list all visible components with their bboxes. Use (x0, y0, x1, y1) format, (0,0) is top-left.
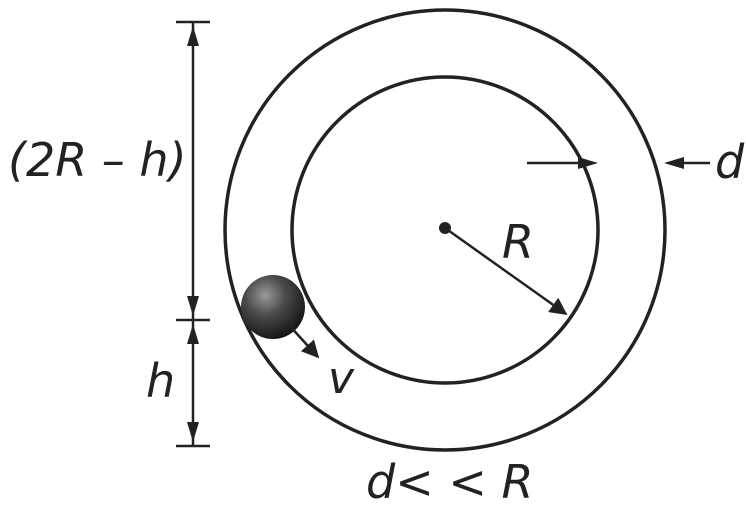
gap-arrows (527, 157, 710, 169)
gap-label: d (715, 135, 745, 189)
inner-track-circle (290, 75, 600, 385)
height-bottom-label: h (146, 354, 175, 408)
condition-label: d< < R (366, 455, 534, 505)
velocity-arrow (287, 323, 320, 359)
height-top-label: (2R – h) (8, 133, 187, 187)
height-dimension (176, 20, 210, 448)
velocity-label: v (328, 353, 355, 404)
ball (241, 275, 305, 339)
radius-arrow (444, 226, 568, 316)
radius-label: R (502, 215, 534, 269)
outer-track-circle (223, 8, 667, 452)
